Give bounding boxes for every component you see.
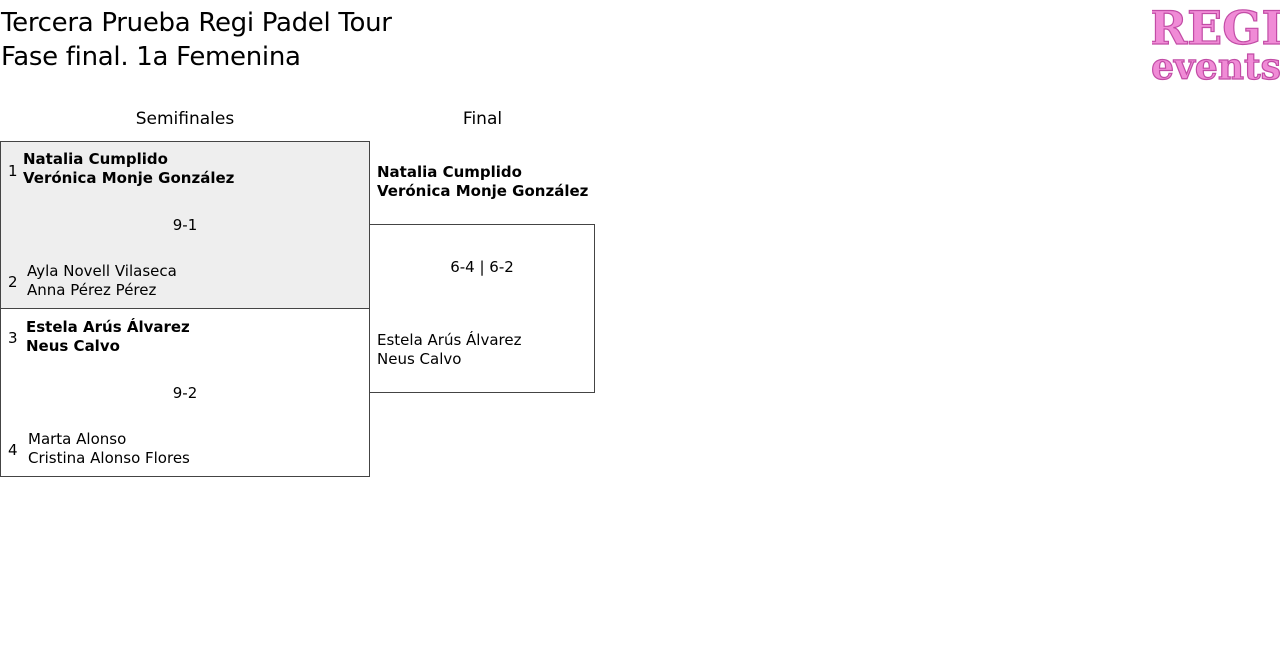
player-name: Verónica Monje González <box>377 182 589 200</box>
final-pair-winner: Natalia Cumplido Verónica Monje González <box>377 163 588 201</box>
player-name: Estela Arús Álvarez <box>377 331 522 349</box>
player-name: Neus Calvo <box>26 337 120 355</box>
logo-text-regi: REGI <box>1152 1 1280 55</box>
semifinal-match-1[interactable]: 1 Natalia Cumplido Verónica Monje Gonzál… <box>0 141 370 309</box>
player-name: Natalia Cumplido <box>377 163 522 181</box>
pair-loser: Ayla Novell Vilaseca Anna Pérez Pérez <box>27 262 177 300</box>
round-header-final: Final <box>462 109 503 129</box>
match-score: 9-2 <box>172 384 198 402</box>
title-line-2: Fase final. 1a Femenina <box>1 42 301 72</box>
player-name: Anna Pérez Pérez <box>27 281 157 299</box>
seed-number: 1 <box>8 162 18 180</box>
regi-events-logo: REGI events <box>1152 0 1280 84</box>
player-name: Natalia Cumplido <box>23 150 168 168</box>
seed-number: 4 <box>8 441 18 459</box>
match-score: 6-4 | 6-2 <box>450 258 514 276</box>
player-name: Marta Alonso <box>28 430 127 448</box>
final-pair-loser: Estela Arús Álvarez Neus Calvo <box>377 331 522 369</box>
pair-loser: Marta Alonso Cristina Alonso Flores <box>28 430 190 468</box>
semifinal-match-2[interactable]: 3 Estela Arús Álvarez Neus Calvo 9-2 4 M… <box>0 308 370 477</box>
seed-number: 3 <box>8 329 18 347</box>
title-line-1: Tercera Prueba Regi Padel Tour <box>1 8 392 38</box>
player-name: Estela Arús Álvarez <box>26 318 190 336</box>
pair-winner: Natalia Cumplido Verónica Monje González <box>23 150 234 188</box>
final-match[interactable]: 6-4 | 6-2 Estela Arús Álvarez Neus Calvo <box>369 224 595 393</box>
round-header-semifinales: Semifinales <box>135 109 235 129</box>
seed-number: 2 <box>8 273 18 291</box>
pair-winner: Estela Arús Álvarez Neus Calvo <box>26 318 190 356</box>
player-name: Verónica Monje González <box>23 169 235 187</box>
player-name: Cristina Alonso Flores <box>28 449 190 467</box>
page-title: Tercera Prueba Regi Padel Tour Fase fina… <box>1 6 392 74</box>
player-name: Ayla Novell Vilaseca <box>27 262 177 280</box>
match-score: 9-1 <box>172 216 198 234</box>
logo-text-events: events <box>1152 46 1280 84</box>
player-name: Neus Calvo <box>377 350 462 368</box>
